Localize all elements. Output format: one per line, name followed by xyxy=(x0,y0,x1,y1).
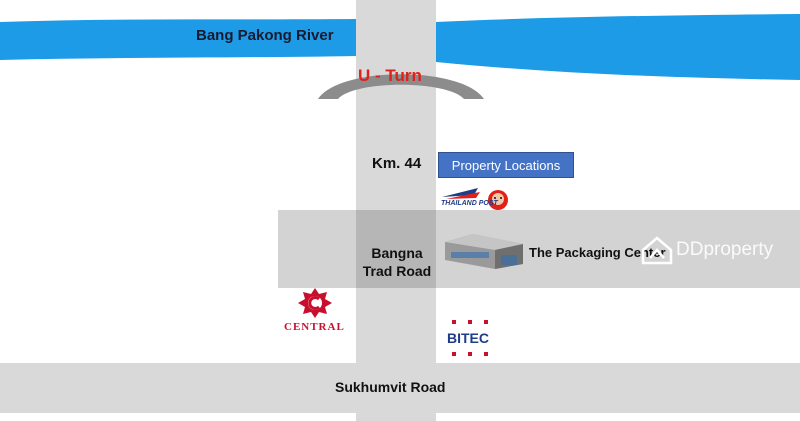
ddproperty-logo-icon xyxy=(641,236,673,265)
km-label: Km. 44 xyxy=(372,155,422,172)
uturn-arc xyxy=(318,74,484,99)
bangna-trad-road xyxy=(356,0,436,421)
river-label: Bang Pakong River xyxy=(196,27,334,44)
warehouse-icon xyxy=(445,234,523,269)
sukhumvit-road-label: Sukhumvit Road xyxy=(335,379,446,395)
road-label-line1: Bangna xyxy=(371,245,423,261)
river xyxy=(0,14,800,80)
bitec-label: BITEC xyxy=(447,330,489,346)
watermark-text: DDproperty xyxy=(676,239,774,260)
sukhumvit-road xyxy=(0,363,800,413)
packaging-center-label: The Packaging Center xyxy=(529,245,666,260)
central-logo-icon xyxy=(298,288,332,318)
central-label: CENTRAL xyxy=(284,321,345,333)
uturn-label: U - Turn xyxy=(358,66,422,85)
bitec-logo-icon xyxy=(452,320,488,356)
watermark-band xyxy=(278,210,800,288)
property-locations-button[interactable]: Property Locations xyxy=(438,152,574,178)
road-label: Bangna Trad Road xyxy=(358,244,436,280)
thailand-post-icon xyxy=(442,188,508,210)
thailand-post-label: THAILAND POST xyxy=(441,200,498,207)
road-label-line2: Trad Road xyxy=(362,263,432,279)
